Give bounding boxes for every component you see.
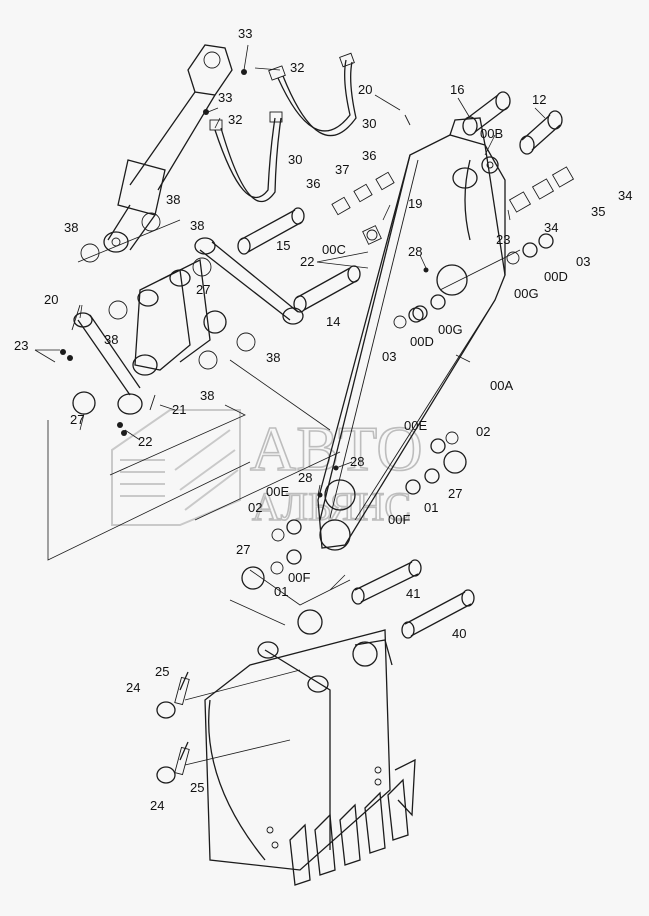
part-callout-01: 01 (424, 500, 438, 515)
part-callout-00d: 00D (410, 334, 434, 349)
part-callout-41: 41 (406, 586, 420, 601)
part-callout-23: 23 (496, 232, 510, 247)
callout-leaders (34, 44, 546, 496)
part-callout-40: 40 (452, 626, 466, 641)
bucket (156, 609, 416, 886)
part-callout-34: 34 (618, 188, 632, 203)
pins (237, 207, 475, 639)
part-callout-28: 28 (408, 244, 422, 259)
part-callout-36: 36 (306, 176, 320, 191)
watermark-line2: АЛЬЯНС (252, 484, 411, 529)
part-callout-38: 38 (266, 350, 280, 365)
part-callout-23: 23 (14, 338, 28, 353)
part-callout-02: 02 (476, 424, 490, 439)
part-callout-16: 16 (450, 82, 464, 97)
part-callout-00f: 00F (388, 512, 410, 527)
part-callout-03: 03 (576, 254, 590, 269)
part-callout-27: 27 (70, 412, 84, 427)
part-callout-32: 32 (290, 60, 304, 75)
part-callout-00c: 00C (322, 242, 346, 257)
part-callout-33: 33 (238, 26, 252, 41)
part-callout-38: 38 (64, 220, 78, 235)
part-callout-30: 30 (362, 116, 376, 131)
part-callout-38: 38 (200, 388, 214, 403)
part-callout-33: 33 (218, 90, 232, 105)
part-callout-19: 19 (408, 196, 422, 211)
part-callout-03: 03 (382, 349, 396, 364)
part-callout-20: 20 (44, 292, 58, 307)
part-callout-02: 02 (248, 500, 262, 515)
part-callout-34: 34 (544, 220, 558, 235)
assembly-lines (47, 219, 521, 766)
part-callout-27: 27 (448, 486, 462, 501)
watermark-line1: АВТО (250, 413, 423, 484)
part-callout-00e: 00E (404, 418, 427, 433)
part-callout-21: 21 (172, 402, 186, 417)
part-callout-12: 12 (532, 92, 546, 107)
watermark: АВТО АЛЬЯНС (111, 409, 423, 530)
part-callout-14: 14 (326, 314, 340, 329)
part-callout-38: 38 (190, 218, 204, 233)
part-callout-30: 30 (288, 152, 302, 167)
part-callout-22: 22 (300, 254, 314, 269)
bucket-cylinder (103, 44, 247, 253)
part-callout-38: 38 (166, 192, 180, 207)
part-callout-35: 35 (591, 204, 605, 219)
part-callout-22: 22 (138, 434, 152, 449)
part-callout-00b: 00B (480, 126, 503, 141)
part-callout-27: 27 (236, 542, 250, 557)
callout-labels: 33 32 33 32 30 30 20 16 12 00B 37 36 36 34 35 34 19 23 03 0… (14, 26, 632, 813)
hydraulic-hoses (209, 52, 357, 203)
part-callout-00f: 00F (288, 570, 310, 585)
part-callout-15: 15 (276, 238, 290, 253)
part-callout-24: 24 (150, 798, 164, 813)
part-callout-24: 24 (126, 680, 140, 695)
watermark-logo (111, 409, 241, 526)
part-callout-00d: 00D (544, 269, 568, 284)
part-callout-00a: 00A (490, 378, 513, 393)
part-callout-38: 38 (104, 332, 118, 347)
part-callout-28: 28 (298, 470, 312, 485)
arm-top-pins (331, 91, 575, 216)
right-bushings (241, 233, 554, 590)
part-callout-00g: 00G (514, 286, 539, 301)
part-callout-32: 32 (228, 112, 242, 127)
part-callout-00g: 00G (438, 322, 463, 337)
part-callout-28: 28 (350, 454, 364, 469)
part-callout-25: 25 (155, 664, 169, 679)
part-callout-37: 37 (335, 162, 349, 177)
part-callout-01: 01 (274, 584, 288, 599)
part-callout-36: 36 (362, 148, 376, 163)
part-callout-00e: 00E (266, 484, 289, 499)
part-callout-27: 27 (196, 282, 210, 297)
part-callout-20: 20 (358, 82, 372, 97)
part-callout-25: 25 (190, 780, 204, 795)
